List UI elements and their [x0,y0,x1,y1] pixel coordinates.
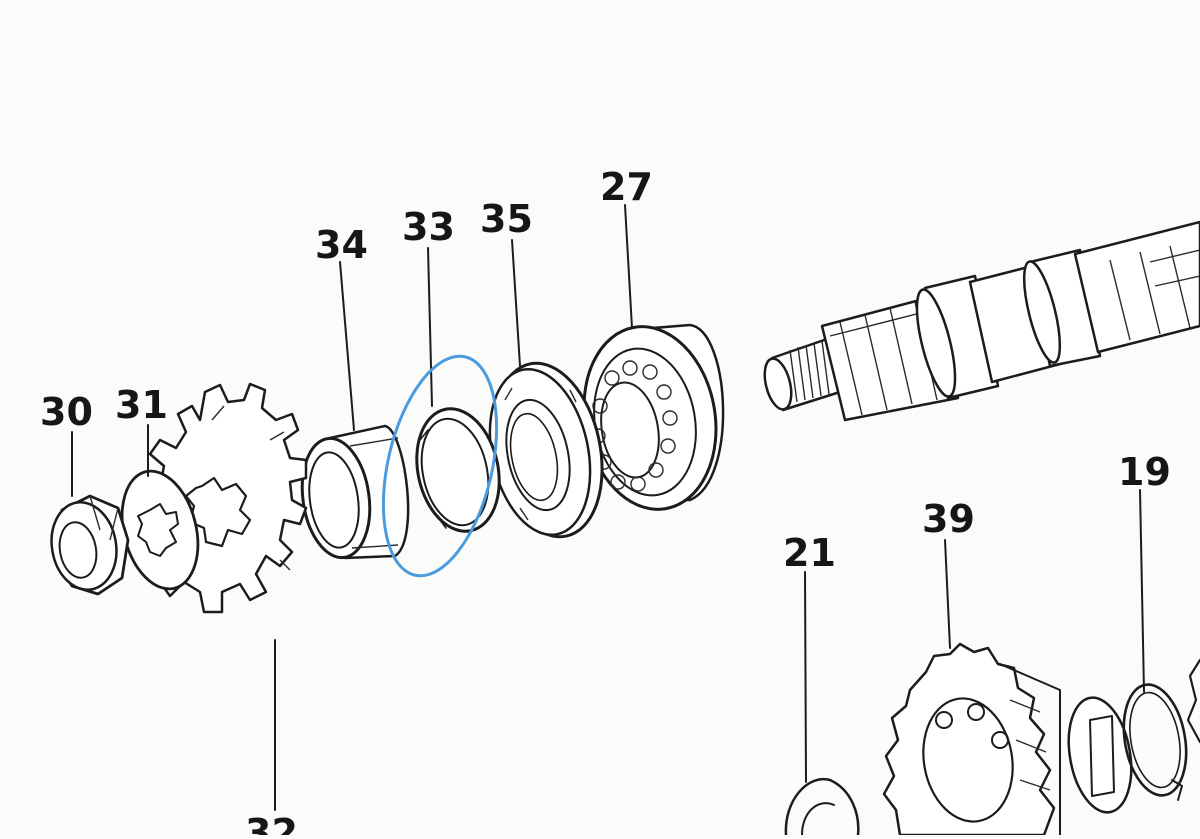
ball-bearing-27 [582,323,725,511]
partial-gear-edge [1186,658,1200,744]
label-part-31: 31 [115,383,168,427]
washer-left-19 [1067,696,1133,814]
label-part-32: 32 [245,811,298,835]
snap-ring-19 [1122,683,1188,801]
oil-seal-35 [488,361,604,539]
label-part-35: 35 [480,197,533,241]
label-part-21: 21 [783,531,836,575]
label-part-19: 19 [1118,450,1171,494]
gear-39 [882,642,1061,837]
label-part-27: 27 [600,165,653,209]
nut-30 [50,494,130,596]
label-part-30: 30 [40,390,93,434]
label-part-33: 33 [402,205,455,249]
label-part-39: 39 [922,497,975,541]
output-shaft [763,220,1200,422]
label-part-34: 34 [315,223,368,267]
lock-washer-31 [120,469,200,591]
highlight-circle [381,354,499,578]
leader-lines [71,204,1145,811]
washer-21 [784,777,860,837]
